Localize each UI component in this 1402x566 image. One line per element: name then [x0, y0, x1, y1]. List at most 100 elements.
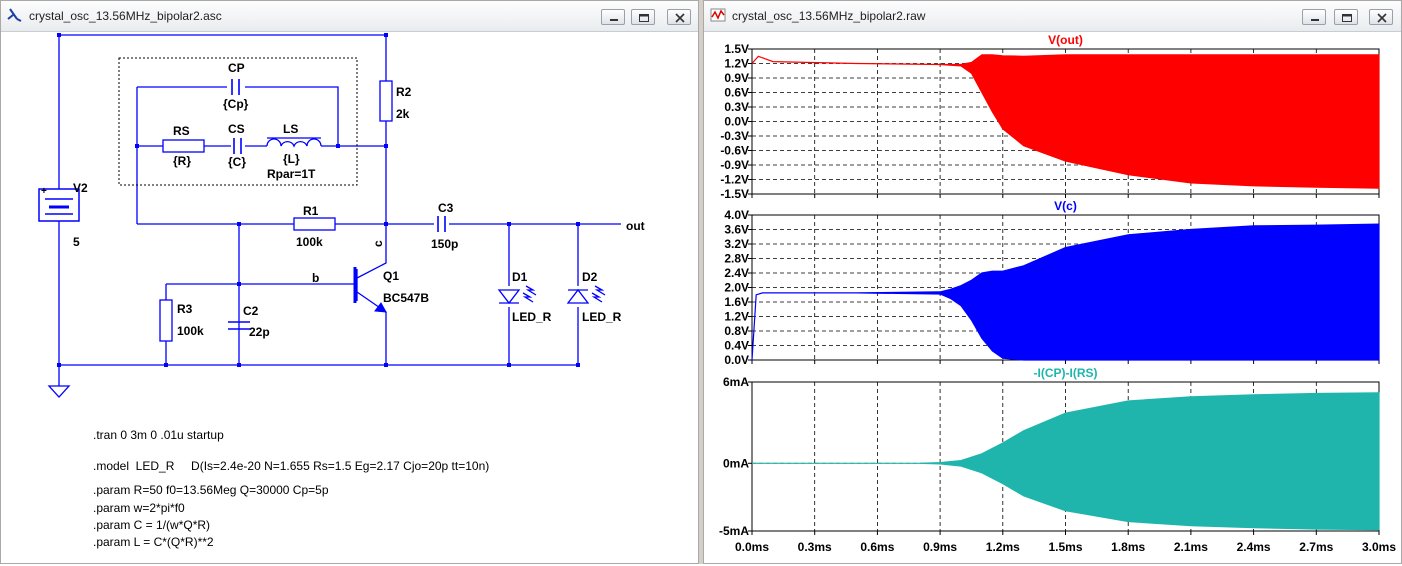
minimize-button[interactable]: [1302, 9, 1326, 25]
v2-source-symbol[interactable]: [38, 188, 80, 222]
rs-value[interactable]: {R}: [173, 154, 191, 168]
cp-label[interactable]: CP: [228, 61, 245, 75]
cp-value[interactable]: {Cp}: [223, 97, 249, 111]
directive-param-l[interactable]: .param L = C*(Q*R)**2: [93, 535, 214, 549]
y-tick-label: 1.6V: [724, 295, 749, 309]
c2-value[interactable]: 22p: [249, 325, 270, 339]
x-tick-label: 1.5ms: [1048, 540, 1082, 554]
r3-value[interactable]: 100k: [177, 324, 204, 338]
y-tick-label: 1.2V: [724, 310, 749, 324]
schematic-drawing[interactable]: +: [5, 32, 696, 561]
c2-capacitor-symbol[interactable]: [228, 321, 250, 330]
net-label-b[interactable]: b: [312, 271, 319, 285]
plot-pane-1[interactable]: 1.5V1.2V0.9V0.6V0.3V0.0V-0.3V-0.6V-0.9V-…: [720, 33, 1380, 201]
ground-symbol[interactable]: [47, 385, 71, 398]
schematic-canvas[interactable]: +: [5, 32, 694, 559]
trace-title[interactable]: -I(CP)-I(RS): [1034, 366, 1098, 380]
directive-param-c[interactable]: .param C = 1/(w*Q*R): [93, 518, 210, 532]
net-label-c[interactable]: c: [371, 240, 385, 247]
y-tick-label: 0mA: [723, 456, 749, 470]
y-tick-label: -1.5V: [720, 187, 749, 201]
trace-waveform[interactable]: [751, 223, 1380, 361]
rs-resistor-symbol[interactable]: [162, 139, 205, 153]
y-tick-label: 0.4V: [724, 339, 749, 353]
window-splitter[interactable]: [699, 0, 703, 564]
d2-led-symbol[interactable]: [566, 285, 606, 304]
trace-title[interactable]: V(out): [1048, 33, 1083, 47]
close-icon: [675, 13, 685, 23]
d1-led-symbol[interactable]: [497, 285, 537, 305]
v2-value[interactable]: 5: [73, 235, 80, 249]
waveform-plot-area[interactable]: 1.5V1.2V0.9V0.6V0.3V0.0V-0.3V-0.6V-0.9V-…: [704, 31, 1402, 565]
maximize-icon: [639, 14, 649, 22]
waveform-app-icon: [710, 8, 726, 22]
c2-label[interactable]: C2: [243, 304, 259, 318]
cs-capacitor-symbol[interactable]: [233, 138, 242, 154]
ls-value[interactable]: {L}: [283, 152, 300, 166]
directive-param-w[interactable]: .param w=2*pi*f0: [93, 501, 185, 515]
x-tick-label: 0.6ms: [860, 540, 894, 554]
v2-label[interactable]: V2: [73, 181, 88, 195]
x-tick-label: 0.3ms: [798, 540, 832, 554]
q1-value[interactable]: BC547B: [383, 291, 429, 305]
y-tick-label: 2.4V: [724, 266, 749, 280]
y-tick-label: 0.0V: [724, 353, 749, 367]
ls-inductor-symbol[interactable]: [266, 137, 322, 148]
rs-label[interactable]: RS: [173, 124, 190, 138]
r1-label[interactable]: R1: [303, 204, 319, 218]
trace-title[interactable]: V(c): [1054, 199, 1077, 213]
ls-label[interactable]: LS: [283, 122, 298, 136]
directive-model[interactable]: .model LED_R D(Is=2.4e-20 N=1.655 Rs=1.5…: [93, 459, 489, 473]
r1-value[interactable]: 100k: [296, 235, 323, 249]
x-tick-label: 2.1ms: [1174, 540, 1208, 554]
cs-label[interactable]: CS: [228, 122, 245, 136]
d2-label[interactable]: D2: [582, 270, 598, 284]
x-tick-label: 3.0ms: [1362, 540, 1396, 554]
cs-value[interactable]: {C}: [228, 155, 246, 169]
schematic-window[interactable]: crystal_osc_13.56MHz_bipolar2.asc: [0, 0, 699, 564]
y-tick-label: 3.2V: [724, 237, 749, 251]
maximize-icon: [1342, 14, 1352, 22]
schematic-app-icon: [7, 8, 22, 22]
maximize-button[interactable]: [1334, 9, 1358, 25]
schematic-titlebar[interactable]: crystal_osc_13.56MHz_bipolar2.asc: [1, 1, 698, 32]
r2-label[interactable]: R2: [396, 85, 412, 99]
q1-label[interactable]: Q1: [383, 269, 399, 283]
y-tick-label: -0.3V: [720, 129, 749, 143]
r1-resistor-symbol[interactable]: [293, 217, 336, 231]
r3-resistor-symbol[interactable]: [159, 299, 173, 342]
waveform-titlebar[interactable]: crystal_osc_13.56MHz_bipolar2.raw: [704, 1, 1401, 32]
close-button[interactable]: [1369, 9, 1393, 25]
x-tick-label: 2.4ms: [1237, 540, 1271, 554]
net-label-out[interactable]: out: [626, 219, 645, 233]
trace-waveform[interactable]: [752, 392, 1380, 531]
r3-label[interactable]: R3: [177, 302, 193, 316]
d1-value[interactable]: LED_R: [512, 310, 552, 324]
trace-waveform[interactable]: [751, 54, 1380, 189]
directive-param-r[interactable]: .param R=50 f0=13.56Meg Q=30000 Cp=5p: [93, 483, 329, 497]
y-tick-label: 1.5V: [724, 42, 749, 56]
r2-value[interactable]: 2k: [396, 107, 410, 121]
c3-capacitor-symbol[interactable]: [437, 216, 446, 232]
y-tick-label: 4.0V: [724, 208, 749, 222]
y-tick-label: 6mA: [723, 375, 749, 389]
minimize-icon: [1311, 19, 1319, 21]
c3-value[interactable]: 150p: [431, 237, 458, 251]
close-button[interactable]: [667, 9, 691, 25]
maximize-button[interactable]: [631, 9, 655, 25]
y-tick-label: 3.6V: [724, 223, 749, 237]
d1-label[interactable]: D1: [512, 270, 528, 284]
minimize-button[interactable]: [601, 9, 625, 25]
r2-resistor-symbol[interactable]: [379, 80, 393, 122]
plot-pane-2[interactable]: 4.0V3.6V3.2V2.8V2.4V2.0V1.6V1.2V0.8V0.4V…: [724, 199, 1380, 367]
ls-rpar[interactable]: Rpar=1T: [267, 167, 316, 181]
y-tick-label: -0.9V: [720, 158, 749, 172]
cp-capacitor-symbol[interactable]: [231, 79, 240, 95]
waveform-window-title: crystal_osc_13.56MHz_bipolar2.raw: [732, 9, 926, 23]
schematic-window-title: crystal_osc_13.56MHz_bipolar2.asc: [29, 9, 222, 23]
c3-label[interactable]: C3: [438, 201, 454, 215]
directive-tran[interactable]: .tran 0 3m 0 .01u startup: [93, 428, 224, 442]
d2-value[interactable]: LED_R: [582, 310, 622, 324]
